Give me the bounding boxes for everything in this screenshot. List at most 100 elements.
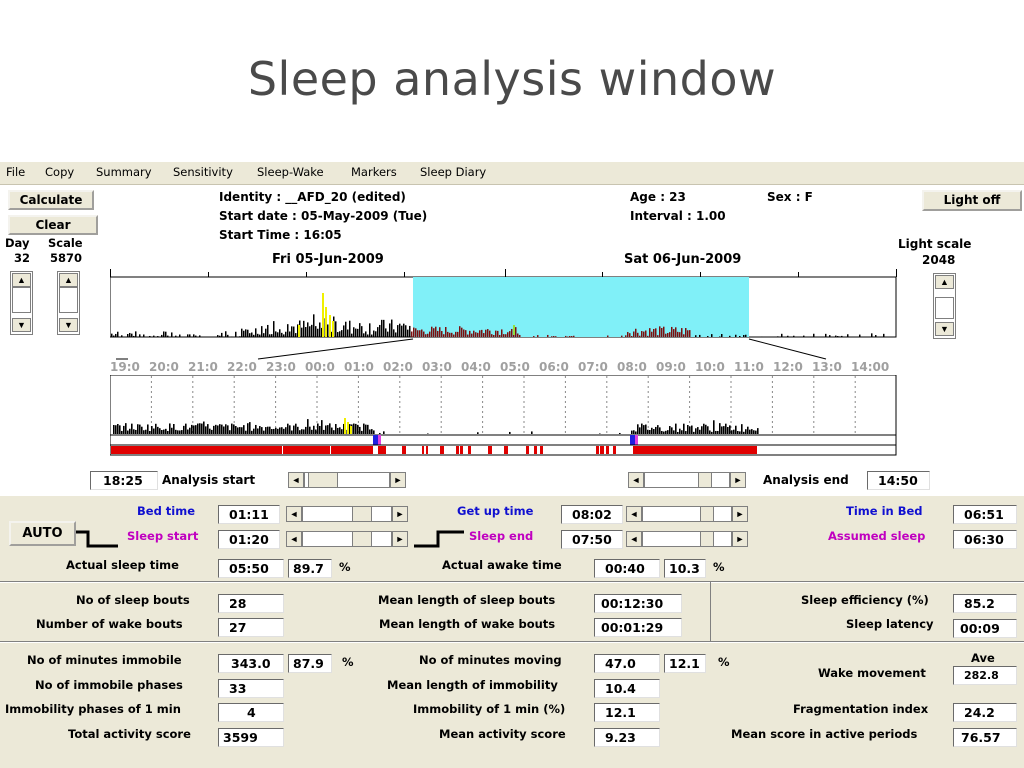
left-arrow-icon[interactable]: ◄ [286,506,302,522]
wake-bouts-field[interactable]: 27 [218,618,284,637]
mean-active-score-label: Mean score in active periods [731,727,918,741]
scale-down-arrow-icon[interactable]: ▼ [59,318,78,332]
calculate-button[interactable]: Calculate [8,190,94,210]
light-scroll-thumb[interactable] [935,297,954,319]
slider-thumb[interactable] [352,506,372,522]
activity-bar [113,424,115,434]
fragmentation-index-field[interactable]: 24.2 [953,703,1017,722]
immobility-1min-pct-field[interactable]: 12.1 [594,703,660,722]
analysis-start-slider[interactable]: ◄ ► [288,472,406,488]
mean-wake-bouts-field[interactable]: 00:01:29 [594,618,682,637]
light-scale-scrollbar[interactable]: ▲ ▼ [933,273,956,339]
mean-sleep-bouts-field[interactable]: 00:12:30 [594,594,682,613]
day-scroll-thumb[interactable] [12,287,31,313]
day-down-arrow-icon[interactable]: ▼ [12,318,31,332]
menu-summary[interactable]: Summary [96,165,152,179]
slider-thumb[interactable] [700,506,714,522]
analysis-end-field[interactable]: 14:50 [867,471,930,490]
sleep-efficiency-field[interactable]: 85.2 [953,594,1017,613]
menu-sleep-wake[interactable]: Sleep-Wake [257,165,324,179]
scale-up-arrow-icon[interactable]: ▲ [59,273,78,287]
activity-bar [679,428,681,434]
left-arrow-icon[interactable]: ◄ [626,531,642,547]
immobile-phases-field[interactable]: 33 [218,679,284,698]
sleep-end-slider[interactable]: ◄► [626,531,748,547]
menu-copy[interactable]: Copy [45,165,75,179]
slider-track[interactable] [302,531,392,547]
slider-track[interactable] [642,531,732,547]
actual-awake-pct-field[interactable]: 10.3 [664,559,706,578]
wake-movement-field[interactable]: 282.8 [953,666,1017,685]
slider-thumb[interactable] [352,531,372,547]
immobility-phases-1min-field[interactable]: 4 [218,703,284,722]
scale-scroll-thumb[interactable] [59,287,78,313]
day-scrollbar[interactable]: ▲ ▼ [10,271,33,335]
activity-bar [477,332,479,337]
mean-activity-field[interactable]: 9.23 [594,728,660,747]
activity-bar [743,431,745,434]
right-arrow-icon[interactable]: ► [390,472,406,488]
overview-actogram[interactable] [110,269,898,339]
analysis-start-field[interactable]: 18:25 [90,471,158,490]
sleep-end-field[interactable]: 07:50 [561,530,623,549]
assumed-sleep-field[interactable]: 06:30 [953,530,1017,549]
slider-track[interactable] [302,506,392,522]
get-up-slider[interactable]: ◄► [626,506,748,522]
activity-bar [453,334,455,337]
slider-thumb[interactable] [700,531,714,547]
actual-sleep-pct-field[interactable]: 89.7 [288,559,332,578]
scale-scrollbar[interactable]: ▲ ▼ [57,271,80,335]
left-arrow-icon[interactable]: ◄ [288,472,304,488]
moving-pct-field[interactable]: 12.1 [664,654,706,673]
actual-sleep-field[interactable]: 05:50 [218,559,284,578]
activity-bar [427,433,429,434]
sleep-latency-field[interactable]: 00:09 [953,619,1017,638]
detail-actogram[interactable] [110,375,898,467]
left-arrow-icon[interactable]: ◄ [626,506,642,522]
right-arrow-icon[interactable]: ► [392,531,408,547]
mean-immobility-field[interactable]: 10.4 [594,679,660,698]
left-arrow-icon[interactable]: ◄ [628,472,644,488]
right-arrow-icon[interactable]: ► [732,531,748,547]
auto-button[interactable]: AUTO [9,521,76,546]
day-up-arrow-icon[interactable]: ▲ [12,273,31,287]
sleep-bouts-field[interactable]: 28 [218,594,284,613]
right-arrow-icon[interactable]: ► [392,506,408,522]
menu-sleep-diary[interactable]: Sleep Diary [420,165,487,179]
menu-file[interactable]: File [6,165,26,179]
left-arrow-icon[interactable]: ◄ [286,531,302,547]
menu-sensitivity[interactable]: Sensitivity [173,165,233,179]
right-arrow-icon[interactable]: ► [730,472,746,488]
sleep-start-slider[interactable]: ◄► [286,531,408,547]
bed-time-slider[interactable]: ◄► [286,506,408,522]
slider-track[interactable] [642,506,732,522]
hour-label: 12:0 [773,360,803,374]
get-up-time-label: Get up time [457,504,534,518]
activity-bar [839,336,841,337]
total-activity-field[interactable]: 3599 [218,728,284,747]
slider-track[interactable] [644,472,730,488]
activity-bar [641,331,643,337]
slider-thumb[interactable] [698,472,712,488]
immobile-minutes-field[interactable]: 343.0 [218,654,284,673]
bed-time-field[interactable]: 01:11 [218,505,280,524]
mean-active-score-field[interactable]: 76.57 [953,728,1017,747]
activity-bar [171,332,173,337]
menu-markers[interactable]: Markers [351,165,397,179]
get-up-time-field[interactable]: 08:02 [561,505,623,524]
clear-button[interactable]: Clear [8,215,98,235]
light-down-arrow-icon[interactable]: ▼ [935,322,954,336]
immobile-pct-field[interactable]: 87.9 [288,654,332,673]
slider-thumb[interactable] [308,472,338,488]
light-up-arrow-icon[interactable]: ▲ [935,275,954,289]
time-in-bed-field[interactable]: 06:51 [953,505,1017,524]
light-off-button[interactable]: Light off [922,190,1022,211]
analysis-end-slider[interactable]: ◄ ► [628,472,746,488]
activity-bar [645,330,647,337]
sleep-start-field[interactable]: 01:20 [218,530,280,549]
actogram-panel: Calculate Clear Light off Day 32 Scale 5… [0,185,1024,496]
actual-awake-field[interactable]: 00:40 [594,559,660,578]
right-arrow-icon[interactable]: ► [732,506,748,522]
activity-bar [657,335,659,337]
moving-minutes-field[interactable]: 47.0 [594,654,660,673]
